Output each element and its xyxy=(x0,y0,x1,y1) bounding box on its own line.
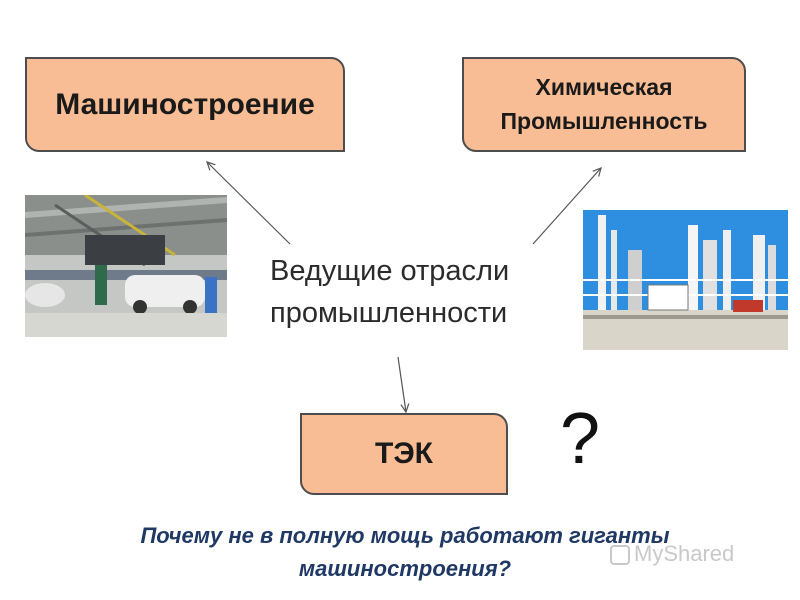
car-assembly-line-photo xyxy=(25,195,227,337)
question-mark: ? xyxy=(560,399,601,479)
box-mashinostroenie: Машиностроение xyxy=(25,57,345,152)
box-himicheskaya-line1: Химическая xyxy=(535,74,673,101)
center-title-line1: Ведущие отрасли xyxy=(270,255,510,287)
bottom-question-line1: Почему не в полную мощь работают гиганты xyxy=(140,523,670,548)
watermark-text: MyShared xyxy=(634,541,735,566)
box-himicheskaya: Химическая Промышленность xyxy=(462,57,746,152)
arrow-to-mashinostroenie xyxy=(207,162,291,245)
center-title: Ведущие отрасли промышленности xyxy=(270,250,570,334)
watermark: MyShared xyxy=(610,541,734,567)
arrow-to-tek xyxy=(397,356,406,412)
center-title-line2: промышленности xyxy=(270,297,508,330)
bottom-question-line2: машиностроения? xyxy=(298,556,512,581)
box-tek: ТЭК xyxy=(300,413,508,495)
box-himicheskaya-line2: Промышленность xyxy=(500,107,708,134)
box-mashinostroenie-label: Машиностроение xyxy=(55,87,315,121)
watermark-icon xyxy=(610,545,630,566)
chemical-plant-photo xyxy=(583,210,788,350)
bottom-question: Почему не в полную мощь работают гиганты… xyxy=(60,519,750,585)
box-tek-label: ТЭК xyxy=(375,437,433,470)
arrow-to-himicheskaya xyxy=(532,168,601,245)
